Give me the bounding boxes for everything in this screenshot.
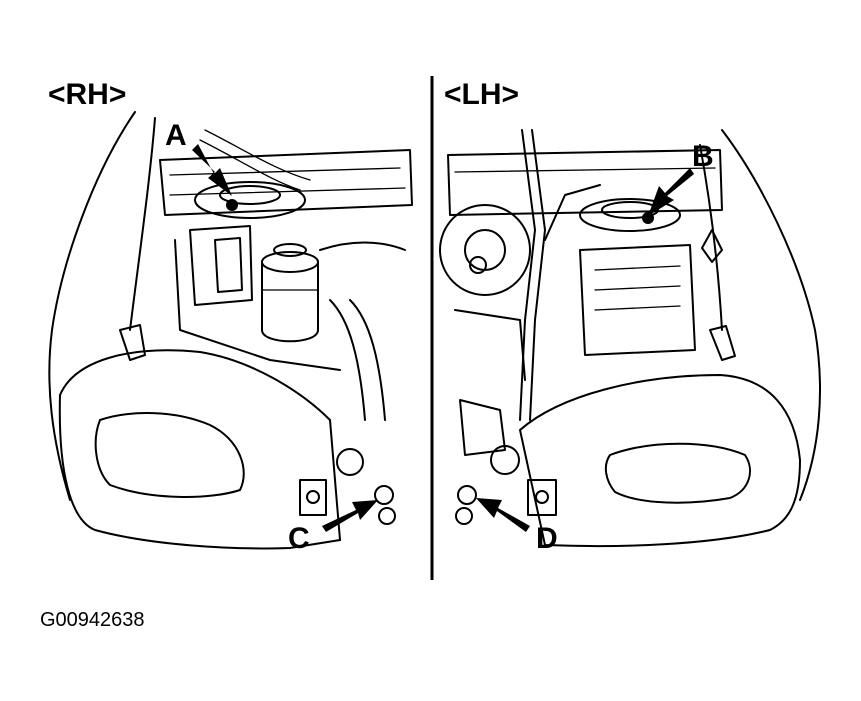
callout-c: C [288, 522, 310, 555]
arrow-d [476, 498, 530, 532]
rh-title: <RH> [48, 78, 126, 111]
arrow-a [192, 144, 232, 196]
figure-code: G00942638 [40, 609, 145, 631]
arrow-b [648, 168, 694, 216]
callout-d: D [536, 522, 558, 555]
lh-title: <LH> [444, 78, 519, 111]
arrow-c [322, 500, 378, 532]
rh-panel: <RH> [48, 78, 413, 555]
lh-panel: <LH> [439, 78, 821, 555]
callout-b: B [692, 140, 714, 173]
callout-a: A [165, 119, 187, 152]
